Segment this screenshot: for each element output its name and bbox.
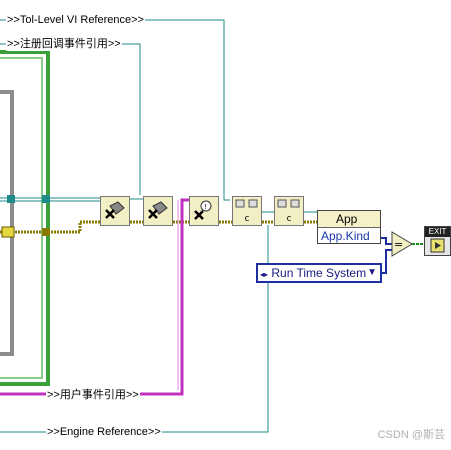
call-by-reference-icon	[277, 199, 300, 208]
close-reference-node-2[interactable]	[143, 196, 173, 226]
call-node-2-sub: c	[286, 214, 292, 224]
user-event-ref-label: >>用户事件引用>>	[46, 388, 140, 402]
structure-frame-inner	[0, 57, 43, 379]
error-wire-1	[0, 220, 100, 234]
tunnel-error-right	[42, 228, 50, 236]
property-node-class: App	[336, 212, 358, 226]
enum-dropdown-icon: ◂▸	[260, 270, 269, 279]
inner-structure	[0, 90, 14, 356]
exit-node[interactable]: EXIT	[424, 226, 451, 256]
property-app-kind[interactable]: App.Kind	[321, 229, 370, 243]
tunnel-ref-left	[7, 195, 15, 203]
tunnel-ref-right	[42, 195, 50, 203]
enum-wire	[382, 249, 392, 274]
call-node-1[interactable]: c	[232, 196, 262, 226]
unregister-events-node[interactable]: !	[189, 196, 219, 226]
close-reference-icon	[105, 201, 125, 219]
run-time-system-enum[interactable]: ◂▸ Run Time System ▼	[256, 263, 382, 283]
exit-label: EXIT	[425, 227, 450, 237]
kind-wire	[381, 237, 392, 245]
engine-ref-label: >>Engine Reference>>	[46, 425, 162, 439]
tunnel-error-left	[1, 226, 15, 238]
enum-value: Run Time System	[271, 266, 367, 280]
close-reference-node-1[interactable]	[100, 196, 130, 226]
register-ref-label: >>注册回调事件引用>>	[6, 37, 122, 51]
equal-primitive	[391, 231, 413, 257]
top-ref-label: >>Tol-Level VI Reference>>	[6, 13, 145, 27]
unregister-events-icon: !	[194, 200, 212, 220]
property-node-header: App	[318, 211, 380, 228]
close-reference-icon	[148, 201, 168, 219]
svg-text:!: !	[204, 203, 207, 211]
equal-sign-icon: =	[394, 238, 403, 251]
register-ref-wire	[0, 43, 141, 195]
user-event-wire	[0, 198, 189, 396]
call-node-1-sub: c	[244, 214, 250, 224]
structure-frame	[0, 50, 50, 386]
call-node-2[interactable]: c	[274, 196, 304, 226]
call-by-reference-icon	[235, 199, 258, 208]
chevron-down-icon: ▼	[367, 267, 377, 278]
app-property-node[interactable]: App App.Kind	[317, 210, 381, 244]
watermark: CSDN @斯芸	[377, 429, 445, 441]
exit-icon	[430, 238, 445, 253]
